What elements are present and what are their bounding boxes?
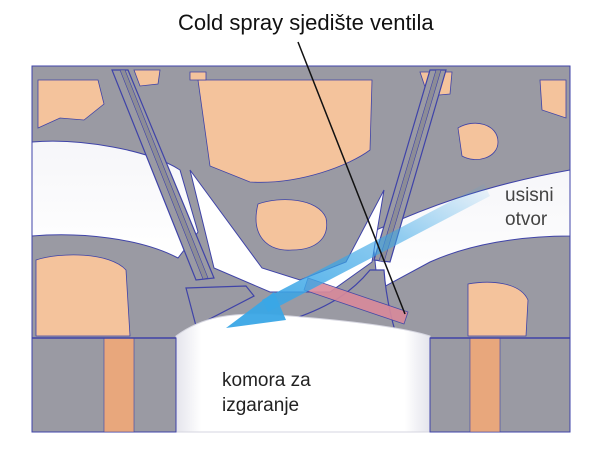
cylinder-block-left	[31, 337, 177, 433]
diagram-title: Cold spray sjedište ventila	[178, 10, 434, 35]
exhaust-valve	[111, 69, 255, 327]
combustion-chamber	[175, 313, 431, 433]
cylinder-block-right	[429, 337, 571, 433]
intake-port	[371, 169, 571, 291]
chamber-label-line-2: izgaranje	[222, 395, 300, 416]
chamber-label-line-1: komora za	[222, 370, 311, 391]
intake-port-label: usisni otvor	[505, 184, 554, 232]
intake-label-line-1: usisni	[505, 185, 554, 206]
flow-arrow-icon	[226, 184, 490, 328]
leader-line	[297, 41, 406, 315]
intake-label-line-2: otvor	[505, 209, 548, 230]
valve-bridge-gap	[189, 169, 385, 293]
coolant-jackets	[35, 69, 567, 337]
combustion-chamber-label: komora za izgaranje	[222, 368, 311, 418]
